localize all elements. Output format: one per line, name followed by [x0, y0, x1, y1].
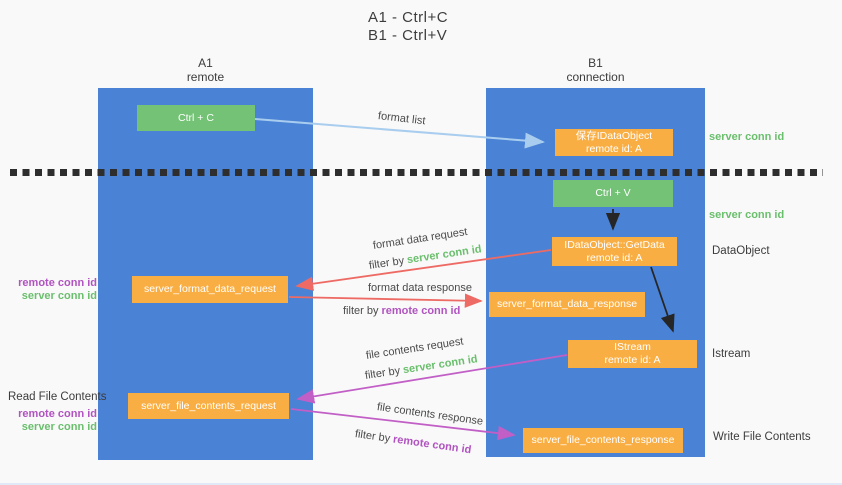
server-conn-id-label: server conn id	[21, 420, 97, 433]
node-getdata-line1: IDataObject::GetData	[564, 238, 665, 251]
node-idataobject-getdata: IDataObject::GetData remote id: A	[552, 237, 677, 266]
lane-a-header: A1 remote	[98, 56, 313, 84]
side-label-istream: Istream	[712, 348, 751, 360]
node-server-file-contents-response: server_file_contents_response	[523, 428, 683, 453]
side-label-server-conn-id-mid: server conn id	[709, 209, 785, 221]
arrow-getdata-to-istream	[650, 266, 675, 333]
remote-conn-id-label: remote conn id	[18, 408, 97, 420]
arrow-file-contents-request	[296, 354, 568, 404]
lane-a-title: A1	[198, 56, 213, 70]
node-server-format-data-response: server_format_data_response	[489, 292, 645, 317]
side-label-dataobject: DataObject	[712, 245, 770, 257]
node-file-request-label: server_file_contents_request	[141, 399, 276, 412]
node-ctrl-c: Ctrl + C	[137, 105, 255, 131]
side-id-block-format: remote conn id server conn id	[18, 277, 97, 302]
arrow-format-list	[254, 118, 545, 149]
server-conn-id-label: server conn id	[21, 289, 97, 302]
bottom-edge-line	[0, 483, 842, 485]
diagram-title: A1 - Ctrl+C B1 - Ctrl+V	[368, 9, 448, 45]
node-file-response-label: server_file_contents_response	[531, 434, 675, 446]
node-format-request-label: server_format_data_request	[144, 283, 276, 295]
node-server-format-data-request: server_format_data_request	[132, 276, 288, 303]
node-ctrl-v: Ctrl + V	[553, 180, 673, 207]
lane-b-title: B1	[588, 56, 603, 70]
lane-a-subtitle: remote	[186, 70, 225, 84]
side-label-read-file-contents: Read File Contents	[8, 391, 107, 403]
lane-b-header: B1 connection	[486, 56, 705, 84]
filter-by-text: filter by	[343, 305, 379, 317]
title-line-2: B1 - Ctrl+V	[368, 27, 448, 44]
node-istream: IStream remote id: A	[568, 340, 697, 368]
node-ctrl-v-label: Ctrl + V	[595, 187, 631, 199]
node-ctrl-c-label: Ctrl + C	[178, 111, 214, 124]
arrow-format-data-response	[288, 293, 483, 308]
lane-b-subtitle: connection	[566, 70, 625, 84]
side-label-server-conn-id-top: server conn id	[709, 131, 785, 143]
node-getdata-line2: remote id: A	[586, 251, 643, 264]
remote-conn-id-text: remote conn id	[381, 305, 461, 317]
node-istream-line1: IStream	[614, 341, 651, 353]
node-save-idataobject-line1: 保存IDataObject	[575, 129, 653, 142]
arrow-file-contents-response	[290, 408, 516, 441]
node-save-idataobject: 保存IDataObject remote id: A	[555, 129, 673, 156]
node-istream-line2: remote id: A	[604, 354, 661, 366]
title-line-1: A1 - Ctrl+C	[368, 9, 449, 26]
node-format-response-label: server_format_data_response	[496, 298, 638, 310]
dotted-separator-line	[10, 169, 823, 176]
side-label-write-file-contents: Write File Contents	[713, 431, 811, 443]
arrow-format-data-request	[295, 249, 552, 291]
node-server-file-contents-request: server_file_contents_request	[128, 393, 289, 419]
remote-conn-id-label: remote conn id	[18, 277, 97, 289]
node-save-idataobject-line2: remote id: A	[585, 142, 643, 155]
side-id-block-file: remote conn id server conn id	[18, 408, 97, 433]
label-format-data-response: format data response	[368, 282, 472, 294]
